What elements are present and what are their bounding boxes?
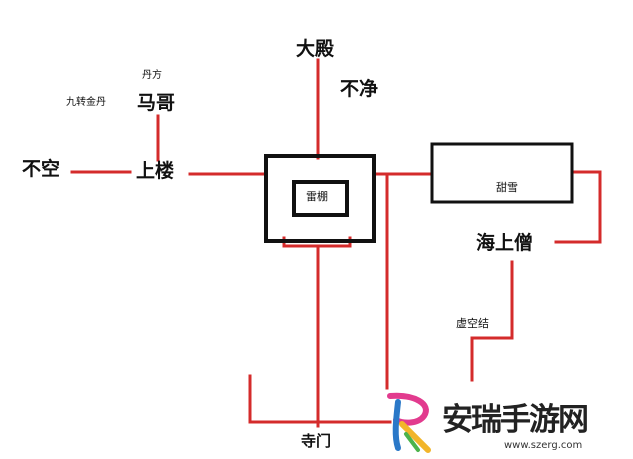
watermark-name: 安瑞手游网 — [442, 402, 589, 438]
label-mage: 马哥 — [137, 92, 176, 114]
tianxue-box — [430, 142, 574, 204]
main-hall-box — [264, 154, 376, 243]
label-tianxue: 甜雪 — [496, 181, 518, 194]
watermark: 安瑞手游网 www.szerg.com — [384, 388, 633, 459]
label-jiuzhuan: 九转金丹 — [66, 97, 106, 108]
label-leiyin: 雷棚 — [306, 190, 328, 203]
path-tianxue-haishangseng — [554, 170, 602, 244]
watermark-url: www.szerg.com — [504, 440, 583, 451]
path-haishangseng-xukongjie — [470, 260, 514, 382]
label-simen: 寺门 — [301, 432, 332, 450]
label-shanglou: 上楼 — [136, 160, 175, 182]
watermark-logo — [387, 392, 431, 453]
path-bottom-loop — [248, 374, 392, 424]
label-haishangseng: 海上僧 — [476, 232, 534, 254]
leiyin-box — [292, 180, 349, 217]
label-bukong: 不空 — [22, 158, 61, 180]
label-bujing: 不净 — [340, 78, 379, 100]
label-dadian: 大殿 — [296, 38, 335, 60]
label-danfang: 丹方 — [142, 70, 162, 81]
label-xukongjie: 虚空结 — [456, 317, 489, 330]
walls — [264, 142, 574, 243]
